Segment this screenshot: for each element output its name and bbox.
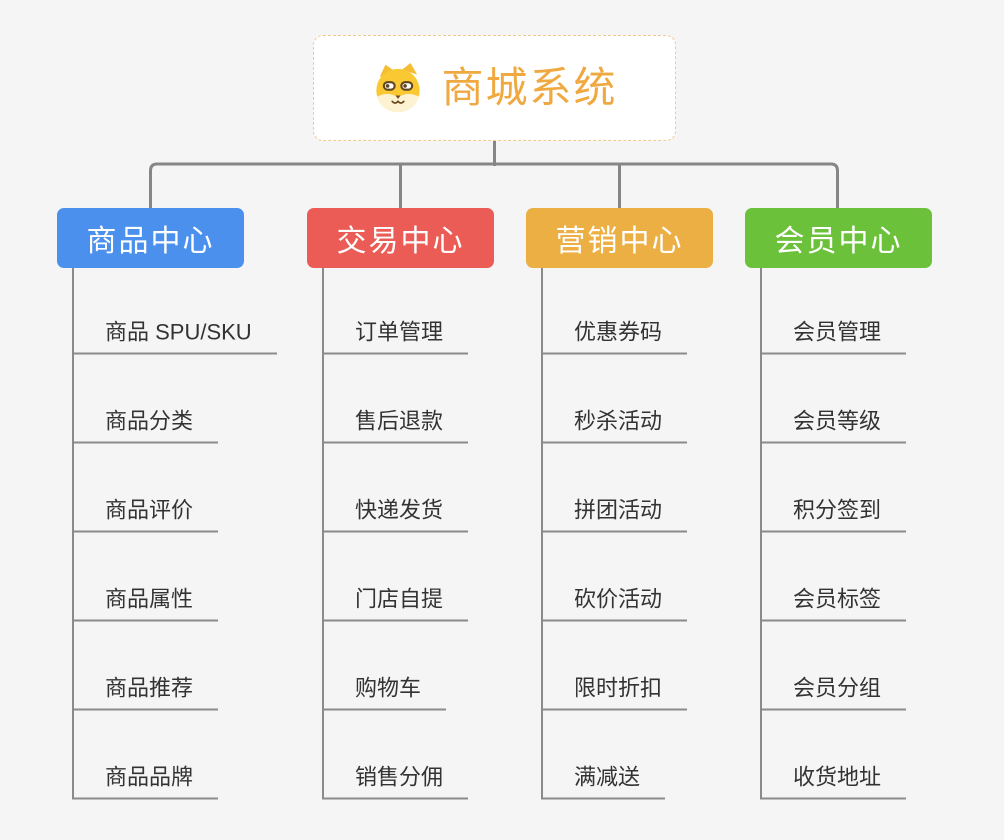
tree-connectors: [149, 140, 839, 208]
leaf-node[interactable]: 销售分佣: [322, 764, 469, 799]
dog-face-icon: [376, 63, 421, 113]
branch-box-member-center[interactable]: 会员中心: [745, 208, 932, 268]
branch-box-trade-center[interactable]: 交易中心: [307, 208, 494, 268]
leaf-node[interactable]: 商品品牌: [72, 764, 219, 799]
leaf-node[interactable]: 会员管理: [760, 319, 907, 354]
leaf-node[interactable]: 满减送: [541, 764, 666, 799]
leaf-node[interactable]: 收货地址: [760, 764, 907, 799]
leaf-node[interactable]: 购物车: [322, 675, 447, 710]
branch-rail-line: [149, 162, 839, 208]
branch-spine: [760, 268, 762, 799]
branch-spine: [322, 268, 324, 799]
leaf-node[interactable]: 会员标签: [760, 586, 907, 621]
leaf-node[interactable]: 快递发货: [322, 497, 469, 532]
leaf-node[interactable]: 限时折扣: [541, 675, 688, 710]
leaf-node[interactable]: 砍价活动: [541, 586, 688, 621]
leaf-node[interactable]: 会员等级: [760, 408, 907, 443]
leaf-node[interactable]: 订单管理: [322, 319, 469, 354]
leaf-node[interactable]: 优惠券码: [541, 319, 688, 354]
branch-spine: [72, 268, 74, 799]
leaf-node[interactable]: 商品推荐: [72, 675, 219, 710]
branch-product-center: 商品中心 商品 SPU/SKU 商品分类 商品评价 商品属性 商品推荐 商品品牌: [57, 208, 277, 808]
root-title: 商城系统: [441, 64, 618, 111]
branch-member-center: 会员中心 会员管理 会员等级 积分签到 会员标签 会员分组 收货地址: [745, 208, 932, 808]
leaf-node[interactable]: 秒杀活动: [541, 408, 688, 443]
branch-spine: [541, 268, 543, 799]
leaf-node[interactable]: 商品分类: [72, 408, 219, 443]
branch-box-marketing-center[interactable]: 营销中心: [526, 208, 713, 268]
branch-box-product-center[interactable]: 商品中心: [57, 208, 244, 268]
leaf-node[interactable]: 商品评价: [72, 497, 219, 532]
leaf-node[interactable]: 商品 SPU/SKU: [72, 319, 277, 354]
root-node[interactable]: 商城系统: [313, 35, 676, 141]
leaf-node[interactable]: 拼团活动: [541, 497, 688, 532]
leaf-node[interactable]: 积分签到: [760, 497, 907, 532]
leaf-node[interactable]: 售后退款: [322, 408, 469, 443]
leaf-node[interactable]: 商品属性: [72, 586, 219, 621]
leaf-node[interactable]: 会员分组: [760, 675, 907, 710]
branch-trade-center: 交易中心 订单管理 售后退款 快递发货 门店自提 购物车 销售分佣: [307, 208, 494, 808]
leaf-node[interactable]: 门店自提: [322, 586, 469, 621]
branch-marketing-center: 营销中心 优惠券码 秒杀活动 拼团活动 砍价活动 限时折扣 满减送: [526, 208, 713, 808]
